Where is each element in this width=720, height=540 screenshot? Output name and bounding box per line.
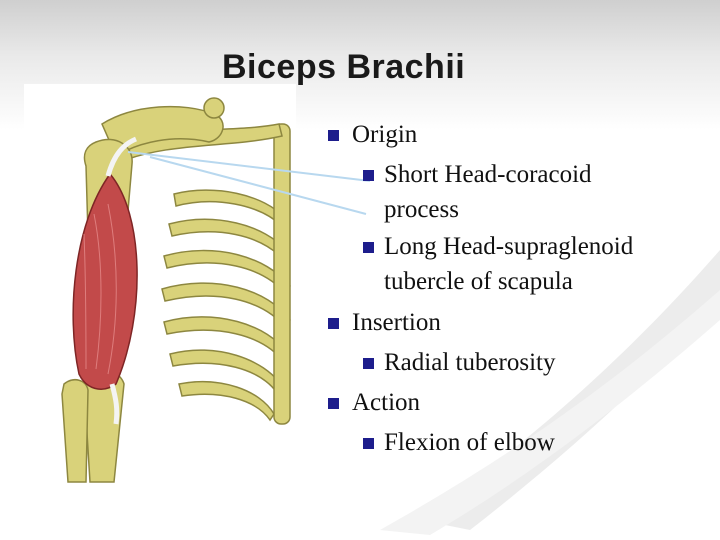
bullet-long-head: Long Head-supraglenoid	[384, 233, 634, 260]
bullet-marker	[363, 170, 374, 181]
bullet-insertion: Insertion	[352, 309, 441, 336]
biceps-anatomy-image	[61, 97, 291, 483]
bullet-marker	[363, 438, 374, 449]
biceps-illustration	[24, 84, 296, 484]
bullet-short-head: Short Head-coracoid	[384, 161, 592, 188]
bullet-short-head-cont: process	[384, 196, 459, 223]
bullet-marker	[328, 318, 339, 329]
bullet-origin: Origin	[352, 121, 418, 148]
slide-title: Biceps Brachii	[222, 48, 466, 86]
bullet-marker	[363, 242, 374, 253]
bullet-flexion-elbow: Flexion of elbow	[384, 429, 555, 456]
bullet-long-head-cont: tubercle of scapula	[384, 268, 573, 295]
bullet-radial-tuberosity: Radial tuberosity	[384, 349, 556, 376]
bullet-marker	[328, 130, 339, 141]
bullet-action: Action	[352, 389, 421, 416]
bullet-marker	[363, 358, 374, 369]
bullet-marker	[328, 398, 339, 409]
